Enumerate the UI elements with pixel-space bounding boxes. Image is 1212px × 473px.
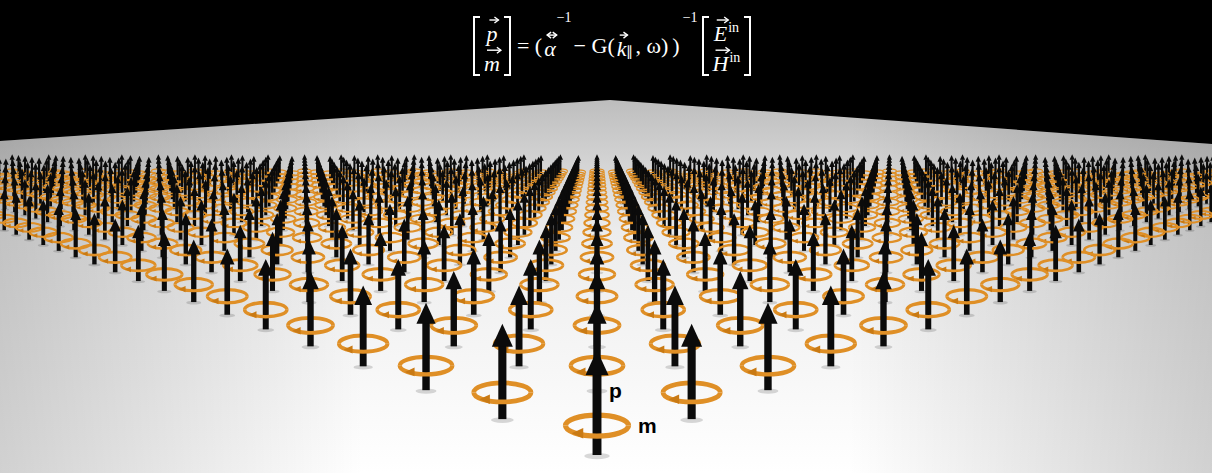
dipole-shaft [259,169,261,191]
dipole-shaft [556,163,558,183]
dipole-shaft [636,163,638,183]
